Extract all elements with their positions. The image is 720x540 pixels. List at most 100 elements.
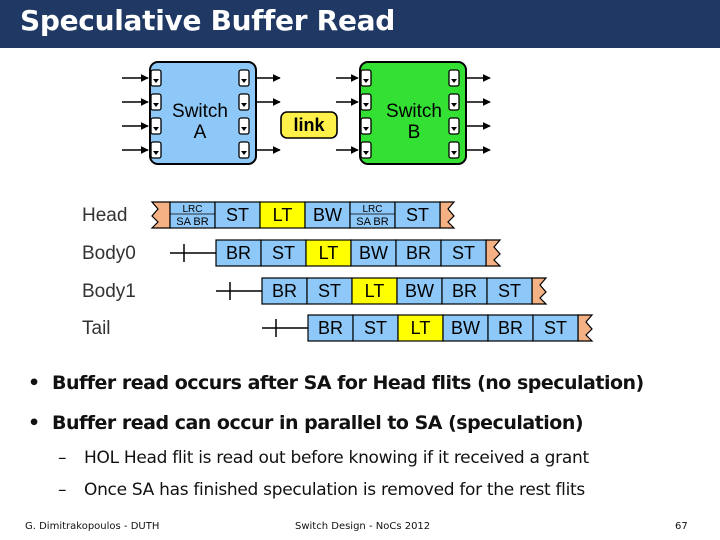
- buffer-slot: [150, 117, 162, 135]
- link-label: link: [293, 115, 325, 135]
- stage-label: LT: [273, 205, 293, 225]
- buffer-slot: [150, 141, 162, 159]
- link: link: [280, 111, 338, 139]
- stage-cell: [215, 239, 262, 267]
- switch-a-label-line2: A: [194, 122, 207, 143]
- stage-label: BR: [272, 281, 297, 301]
- row-wrap-right: [439, 201, 456, 229]
- stage-label: ST: [406, 205, 429, 225]
- stage-cell: [305, 239, 352, 267]
- stage-label: ST: [452, 243, 475, 263]
- stage-label: BR: [452, 281, 477, 301]
- stage-label: LT: [365, 281, 385, 301]
- stage-cell: [395, 239, 442, 267]
- pipeline-row: Tail BR ST LT BW BR ST: [82, 314, 594, 342]
- switch-b-label-line2: B: [408, 122, 421, 143]
- input-buffers: [150, 69, 460, 159]
- row-wrap-left: [150, 201, 171, 229]
- stage-label: BW: [451, 318, 480, 338]
- switch-a-output-arrows: [256, 74, 281, 154]
- stage-label: BR: [226, 243, 251, 263]
- buffer-slot: [448, 69, 460, 87]
- sub-bullet-1: –HOL Head flit is read out before knowin…: [58, 448, 589, 468]
- row-wrap-right: [485, 239, 502, 267]
- stage-label: BW: [313, 205, 342, 225]
- switch-b-input-arrows: [336, 74, 359, 154]
- buffer-slot: [448, 141, 460, 159]
- buffer-slot: [360, 93, 372, 111]
- stage-label: LT: [411, 318, 431, 338]
- switch-a: Switch A: [149, 61, 257, 165]
- stage-cell: [259, 201, 306, 229]
- switch-b-label-line1: Switch: [386, 101, 442, 122]
- stage-cell: [169, 201, 216, 229]
- switch-b-output-arrows: [466, 74, 491, 154]
- stage-cell: [397, 314, 444, 342]
- stage-cell: [306, 277, 353, 305]
- bullet-1: •Buffer read occurs after SA for Head fl…: [28, 372, 644, 394]
- stage-label: BW: [359, 243, 388, 263]
- stage-label: ST: [318, 281, 341, 301]
- buffer-slot: [360, 69, 372, 87]
- stage-cell: [440, 239, 487, 267]
- sub-bullet-1-text: HOL Head flit is read out before knowing…: [84, 448, 589, 468]
- stage-label: BW: [405, 281, 434, 301]
- stage-label: BR: [318, 318, 343, 338]
- row-wrap-right: [531, 277, 548, 305]
- stage-cell: [350, 239, 397, 267]
- stage-cell: [532, 314, 579, 342]
- stage-label: LT: [319, 243, 339, 263]
- stage-label: ST: [226, 205, 249, 225]
- stage-cell: [351, 277, 398, 305]
- title-bar: Speculative Buffer Read: [0, 0, 720, 48]
- row-label: Body1: [82, 281, 136, 302]
- stage-label: ST: [498, 281, 521, 301]
- stage-cell: [261, 277, 308, 305]
- buffer-slot: [150, 93, 162, 111]
- row-label: Body0: [82, 243, 136, 264]
- bullet-1-text: Buffer read occurs after SA for Head fli…: [52, 372, 644, 394]
- buffer-slot: [360, 117, 372, 135]
- buffer-slot: [448, 117, 460, 135]
- stage-label-top: LRC: [362, 204, 382, 215]
- buffer-slot: [238, 141, 250, 159]
- footer-course: Switch Design - NoCs 2012: [295, 521, 431, 532]
- buffer-slot: [238, 69, 250, 87]
- switch-b: Switch B: [359, 61, 467, 165]
- stage-cell: [394, 201, 441, 229]
- footer-page-number: 67: [675, 521, 688, 532]
- stage-label: ST: [364, 318, 387, 338]
- stage-cell: [486, 277, 533, 305]
- stage-label: BR: [406, 243, 431, 263]
- stage-cell: [349, 201, 396, 229]
- sub-bullet-2-text: Once SA has finished speculation is remo…: [84, 480, 585, 500]
- buffer-slot: [360, 141, 372, 159]
- bullet-2: •Buffer read can occur in parallel to SA…: [28, 412, 584, 434]
- pipeline-row: Body0 BR ST LT BW BR ST: [82, 239, 502, 267]
- pipeline-row: Body1 BR ST LT BW BR ST: [82, 277, 548, 305]
- row-label: Tail: [82, 318, 111, 339]
- buffer-slot: [150, 69, 162, 87]
- buffer-slot: [238, 117, 250, 135]
- switch-a-input-arrows: [122, 74, 149, 154]
- stage-label-bottom: SA BR: [356, 216, 388, 228]
- stage-label-bottom: SA BR: [176, 216, 208, 228]
- row-label: Head: [82, 205, 127, 226]
- stage-label: ST: [544, 318, 567, 338]
- stage-cell: [442, 314, 489, 342]
- sub-bullet-2: –Once SA has finished speculation is rem…: [58, 480, 585, 500]
- stage-label: BR: [498, 318, 523, 338]
- stage-cell: [487, 314, 534, 342]
- stage-cell: [304, 201, 351, 229]
- stage-label-top: LRC: [182, 204, 202, 215]
- buffer-slot: [238, 93, 250, 111]
- buffer-slot: [448, 93, 460, 111]
- slide-title: Speculative Buffer Read: [20, 4, 395, 37]
- stage-label: ST: [272, 243, 295, 263]
- footer-author: G. Dimitrakopoulos - DUTH: [25, 521, 160, 532]
- bullet-2-text: Buffer read can occur in parallel to SA …: [52, 412, 584, 434]
- stage-cell: [441, 277, 488, 305]
